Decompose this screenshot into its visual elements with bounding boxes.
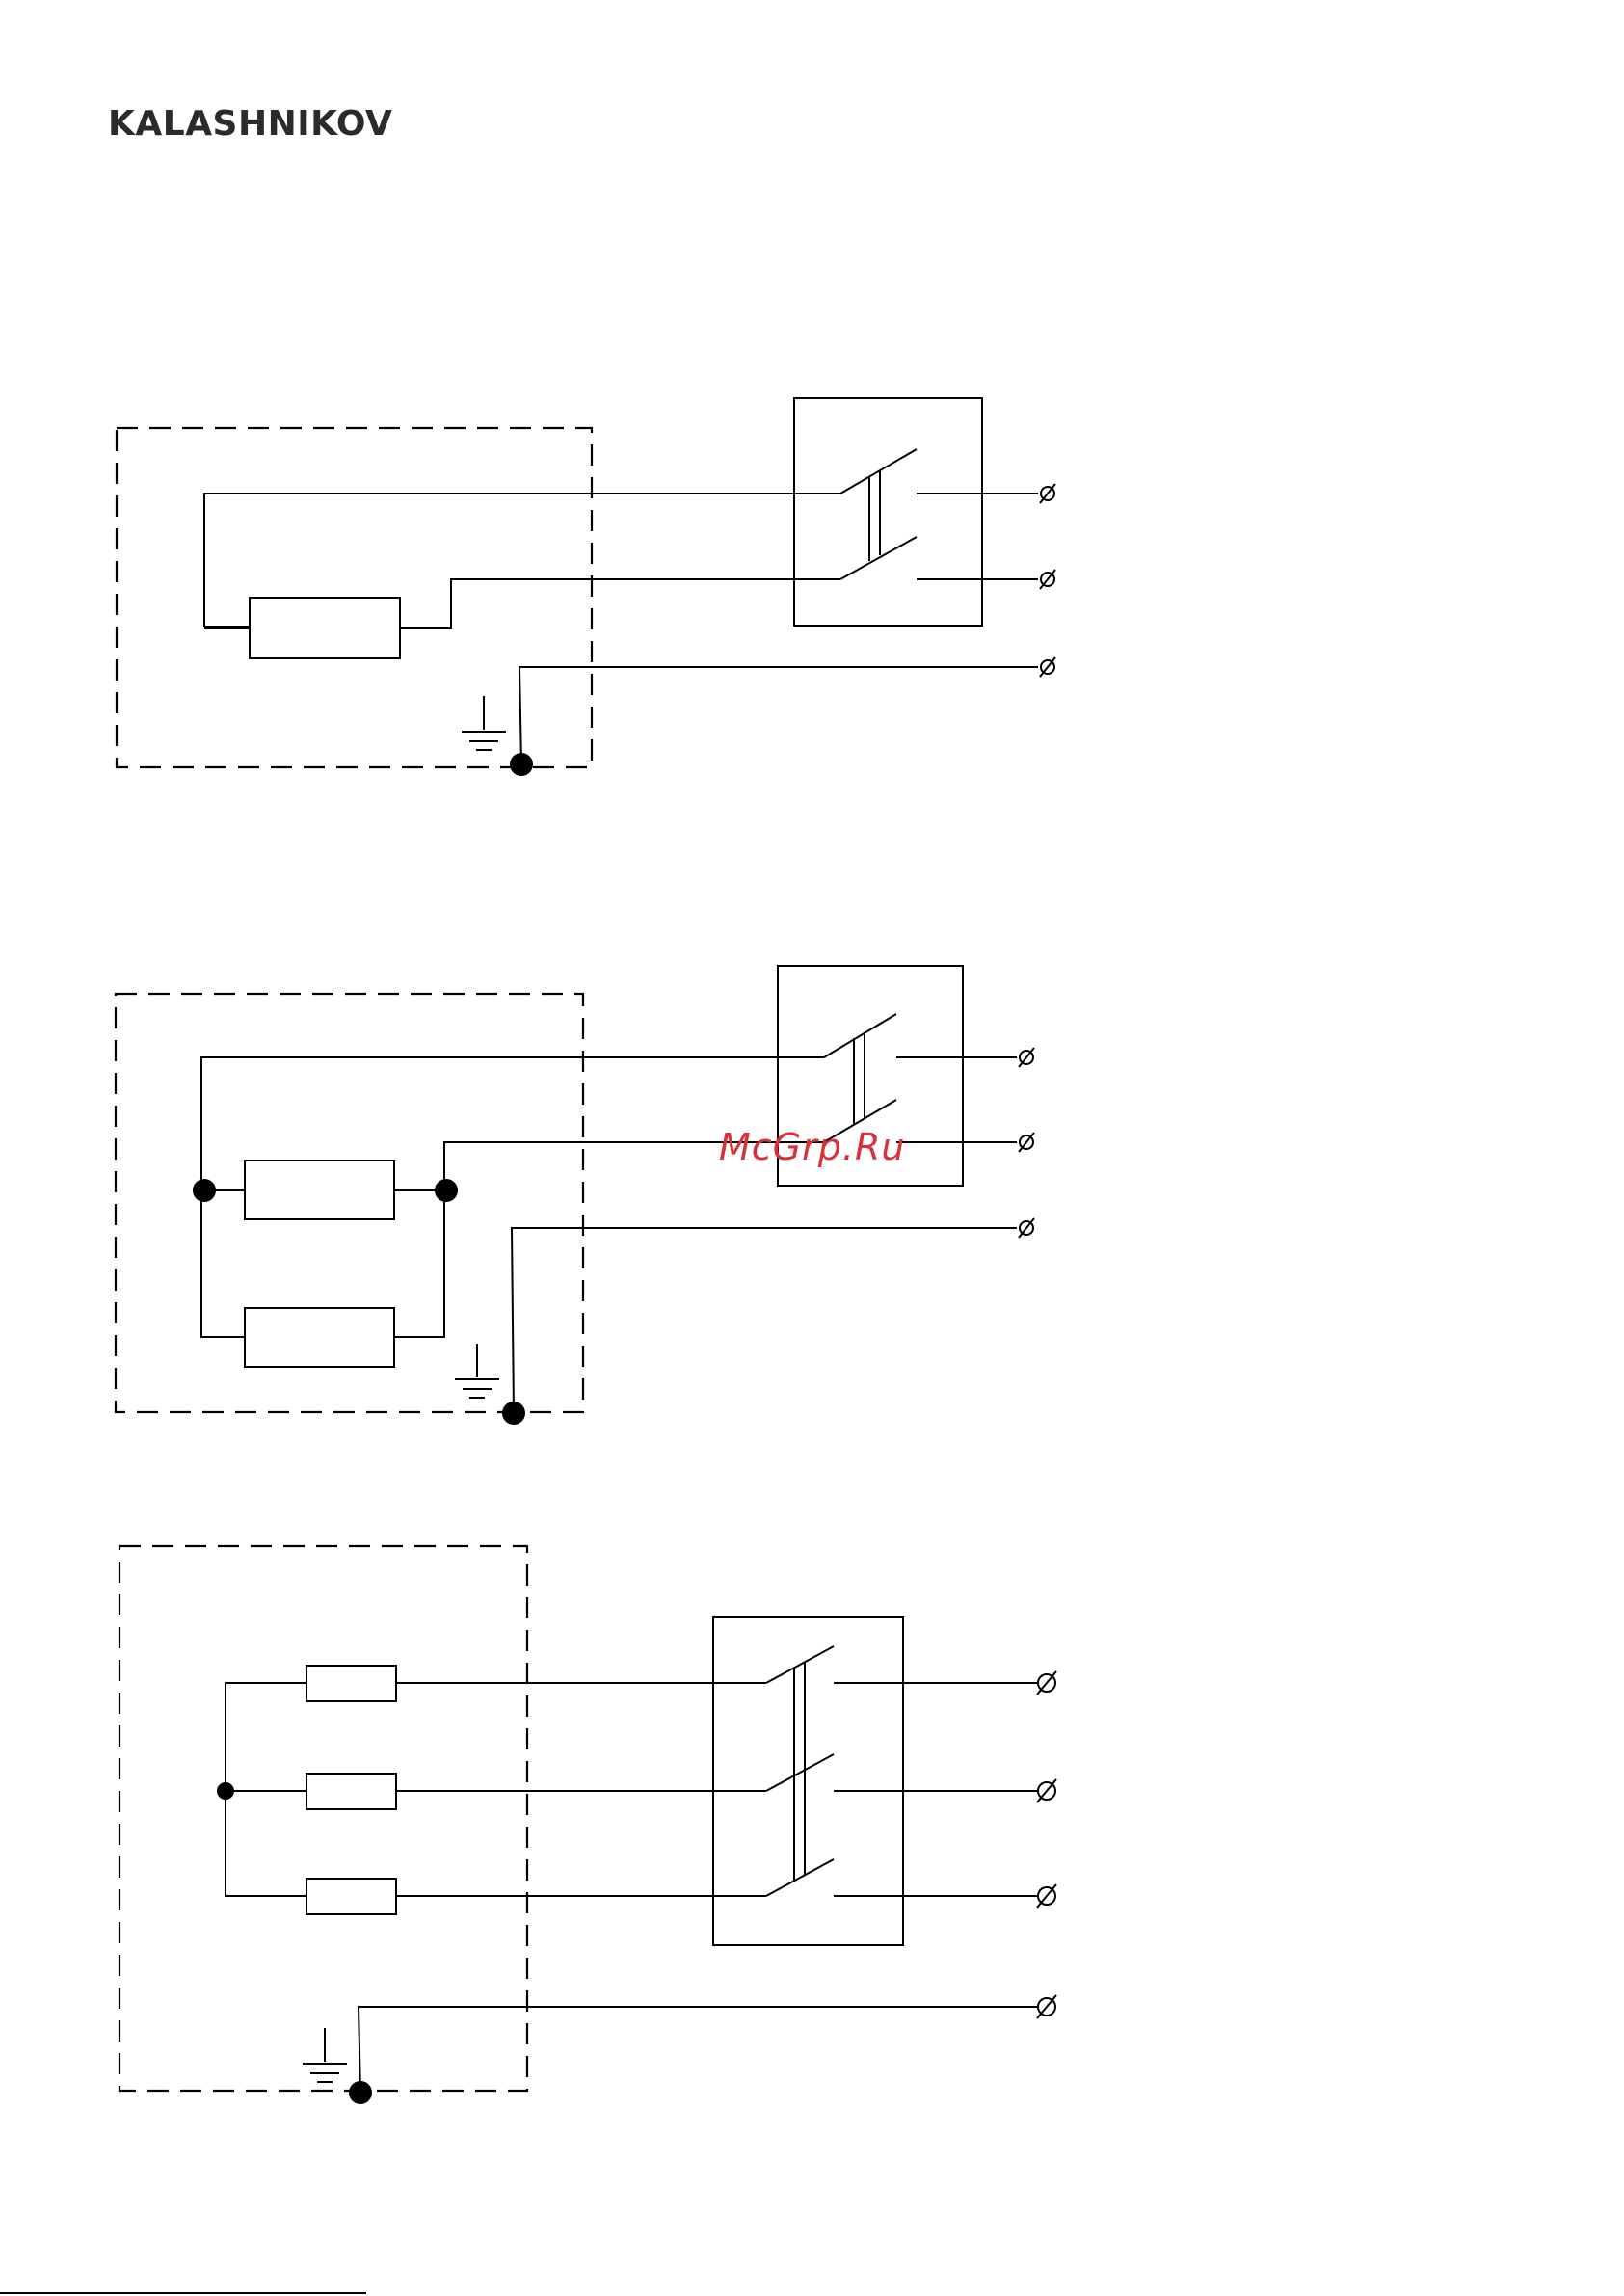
ground-node: [349, 2081, 372, 2104]
terminal-icon: [1037, 1779, 1056, 1802]
heater-element-2: [245, 1308, 394, 1367]
neutral-node: [217, 1782, 234, 1800]
junction-node: [193, 1179, 216, 1202]
switch-contact-1: [840, 449, 917, 494]
terminal-icon: [1040, 570, 1055, 589]
switch-contact-3: [766, 1859, 834, 1896]
switch-box: [794, 398, 982, 626]
heater-element-1: [306, 1666, 396, 1701]
terminal-icon: [1037, 1995, 1056, 2018]
switch-contact-2: [766, 1754, 834, 1791]
heater-element-1: [245, 1161, 394, 1219]
watermark: McGrp.Ru: [719, 1126, 905, 1168]
terminal-icon: [1019, 1133, 1034, 1152]
terminal-icon: [1019, 1048, 1034, 1067]
wire-phase-1: [204, 494, 840, 627]
wire-ground: [512, 1228, 1017, 1413]
ground-node: [510, 753, 533, 776]
wire-ground: [519, 667, 1038, 764]
terminal-icon: [1040, 484, 1055, 503]
switch-contact-1: [766, 1646, 834, 1683]
wire-phase-2: [400, 579, 840, 628]
wire-phase-2: [394, 1142, 824, 1337]
diagram-three-heaters-star: [120, 1546, 1056, 2104]
terminal-icon: [1019, 1218, 1034, 1238]
switch-contact-2: [840, 537, 917, 579]
heater-element-3: [306, 1879, 396, 1914]
appliance-enclosure: [120, 1546, 527, 2091]
wire-star: [226, 1683, 306, 1896]
terminal-icon: [1037, 1671, 1056, 1695]
heater-element-2: [306, 1774, 396, 1809]
switch-contact-1: [824, 1014, 896, 1057]
diagram-two-heaters-parallel: [116, 966, 1034, 1425]
diagram-single-heater: [117, 398, 1055, 776]
terminal-icon: [1037, 1884, 1056, 1908]
heater-element: [250, 598, 400, 658]
ground-node: [502, 1402, 525, 1425]
wire-ground: [359, 2007, 1037, 2093]
terminal-icon: [1040, 657, 1055, 677]
bottom-rule: [0, 2292, 366, 2294]
junction-node: [435, 1179, 458, 1202]
